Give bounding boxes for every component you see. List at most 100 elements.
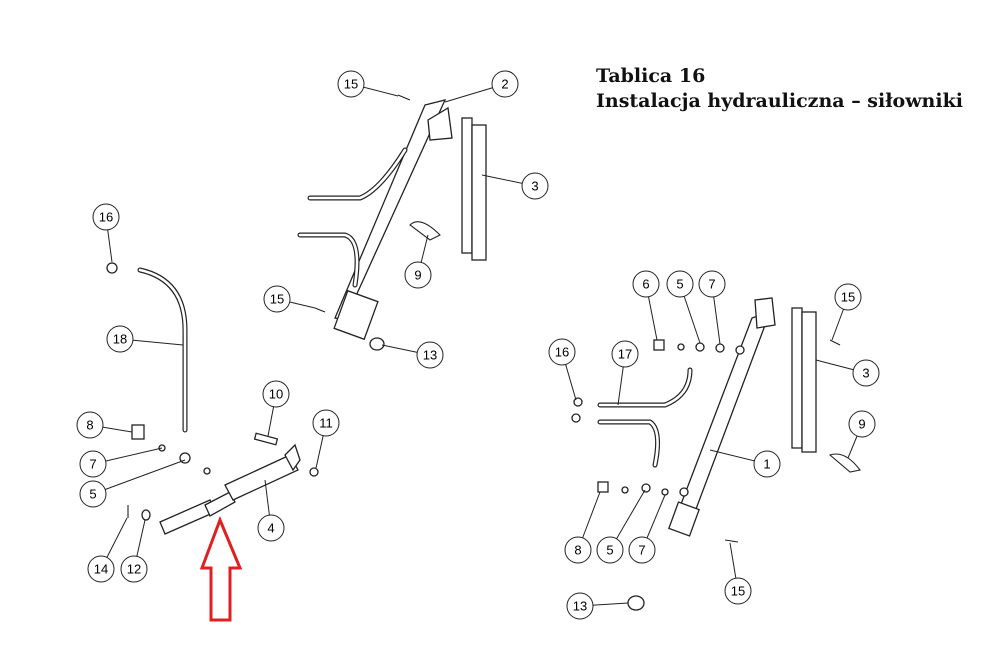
callout-circle (120, 555, 148, 583)
callout-number: 7 (708, 277, 715, 292)
callout-number: 5 (676, 277, 683, 292)
callout-number: 14 (94, 562, 108, 577)
callout-7: 7 (79, 447, 163, 478)
callout-number: 10 (269, 387, 283, 402)
bracket-upper (461, 117, 487, 261)
callout-4: 4 (257, 479, 285, 542)
washer-13-right (627, 595, 645, 611)
callout-15: 15 (831, 283, 862, 341)
callout-circle (852, 359, 880, 387)
hose-18 (106, 262, 188, 433)
pin-9-right (828, 453, 861, 473)
callout-number: 13 (573, 599, 587, 614)
callout-circle (92, 203, 120, 231)
callout-number: 15 (841, 290, 855, 305)
callout-number: 7 (638, 543, 645, 558)
callout-circle (666, 270, 694, 298)
elbow-5-left (158, 444, 211, 475)
hoses-17 (571, 367, 693, 468)
callout-number: 15 (344, 77, 358, 92)
callout-15: 15 (263, 285, 316, 313)
callout-13: 13 (566, 592, 629, 620)
callout-circle (416, 341, 444, 369)
bolt-10 (253, 432, 279, 446)
page-title: Tablica 16 Instalacja hydrauliczna – sił… (596, 64, 963, 114)
callout-8: 8 (76, 411, 133, 439)
callout-number: 2 (501, 77, 508, 92)
callout-9: 9 (847, 410, 876, 459)
callout-circle (548, 338, 576, 366)
callout-16: 16 (548, 338, 577, 401)
callout-circle (566, 592, 594, 620)
callout-circle (834, 283, 862, 311)
callout-number: 13 (423, 348, 437, 363)
red-arrow-icon (199, 515, 243, 622)
callout-circle (262, 380, 290, 408)
callout-circle (753, 450, 781, 478)
callout-number: 6 (642, 277, 649, 292)
callout-9: 9 (404, 234, 432, 289)
bracket-right (791, 307, 817, 453)
callout-number: 7 (89, 457, 96, 472)
nut-11 (309, 467, 319, 477)
callout-circle (79, 450, 107, 478)
callout-number: 8 (574, 543, 581, 558)
title-line2: Instalacja hydrauliczna – siłowniki (596, 90, 963, 112)
callout-number: 3 (862, 366, 869, 381)
leader-line (92, 459, 186, 495)
washer-13-upper (369, 337, 385, 351)
callout-13: 13 (381, 341, 444, 369)
callout-18: 18 (106, 325, 184, 353)
washer-12 (141, 509, 151, 521)
callout-circle (491, 70, 519, 98)
callout-circle (106, 325, 134, 353)
callout-number: 17 (618, 347, 632, 362)
callout-number: 18 (113, 332, 127, 347)
callout-16: 16 (92, 203, 120, 263)
callout-circle (564, 536, 592, 564)
callout-circle (848, 410, 876, 438)
callout-number: 8 (86, 418, 93, 433)
callout-number: 9 (414, 268, 421, 283)
callout-circle (79, 480, 107, 508)
callout-2: 2 (444, 70, 519, 103)
cylinder-upper (297, 99, 453, 341)
cylinder-1 (668, 297, 776, 537)
callout-circle (404, 261, 432, 289)
callout-15: 15 (337, 70, 399, 98)
callout-circle (632, 270, 660, 298)
fitting-8-left (131, 424, 145, 440)
callout-5: 5 (596, 489, 646, 564)
callout-7: 7 (628, 494, 666, 564)
callout-7: 7 (698, 270, 726, 345)
callout-circle (257, 514, 285, 542)
callout-6: 6 (632, 270, 660, 341)
callout-number: 15 (270, 292, 284, 307)
callout-circle (698, 270, 726, 298)
callout-12: 12 (120, 519, 148, 583)
callout-number: 9 (858, 417, 865, 432)
callout-number: 16 (555, 345, 569, 360)
callout-number: 5 (89, 487, 96, 502)
callout-5: 5 (666, 270, 701, 344)
callout-circle (611, 340, 639, 368)
callout-number: 4 (267, 521, 274, 536)
title-line1: Tablica 16 (596, 65, 706, 87)
pins-15-right (724, 339, 841, 543)
cylinder-4 (159, 443, 301, 535)
callout-circle (76, 411, 104, 439)
callout-8: 8 (564, 491, 601, 564)
callout-5: 5 (79, 459, 186, 508)
pin-9-upper (409, 221, 441, 241)
callout-14: 14 (87, 517, 128, 583)
callout-number: 16 (99, 210, 113, 225)
callout-circle (87, 555, 115, 583)
callout-15: 15 (724, 542, 752, 605)
pin-15-upper (314, 94, 411, 313)
callout-circle (312, 409, 340, 437)
callout-1: 1 (709, 449, 781, 478)
callout-circle (628, 536, 656, 564)
callout-11: 11 (312, 409, 340, 469)
callout-number: 12 (127, 562, 141, 577)
